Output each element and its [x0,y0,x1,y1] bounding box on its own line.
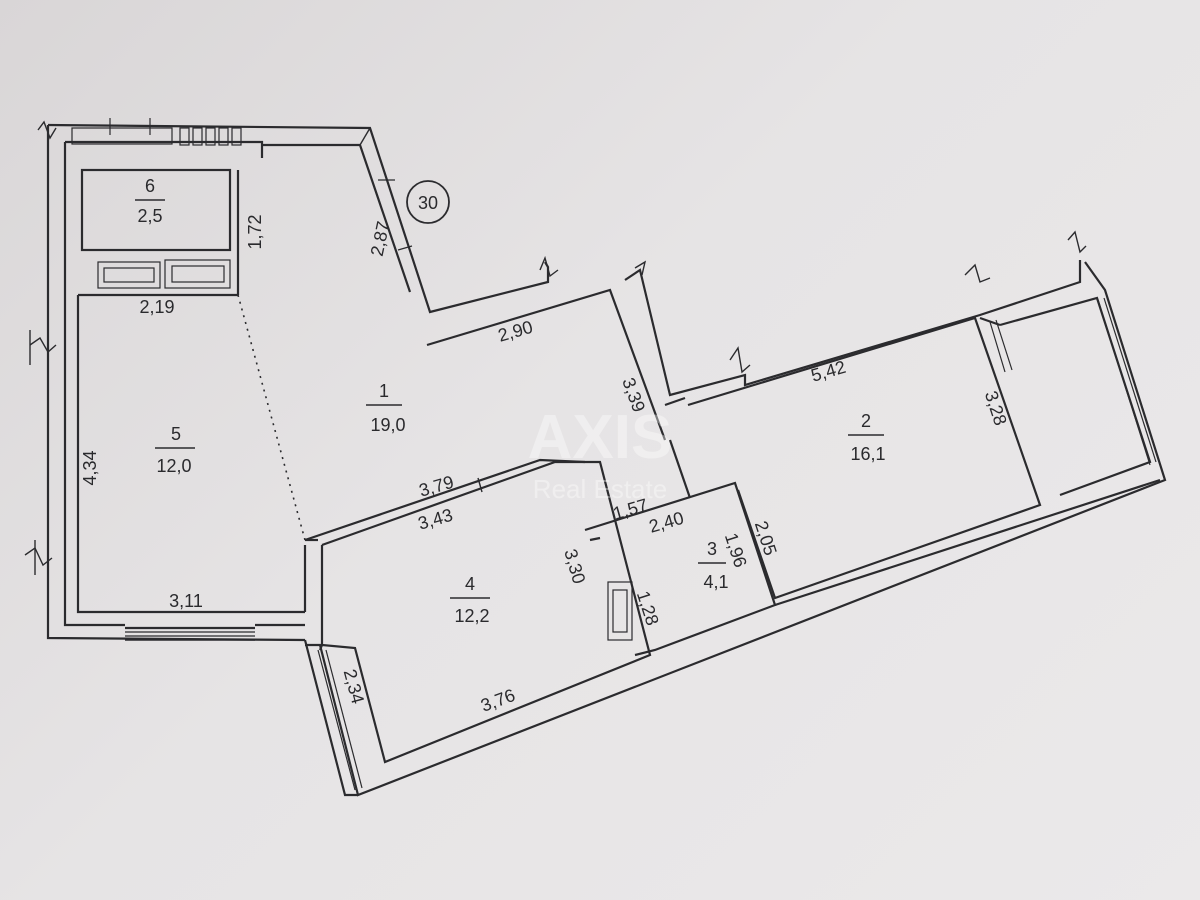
dim-1-28: 1,28 [633,588,663,628]
room-6-area: 2,5 [137,206,162,226]
room-5-number: 5 [171,424,181,444]
room-2-area: 16,1 [850,444,885,464]
watermark-brand: AXIS [528,403,673,472]
dim-4-34: 4,34 [80,450,100,485]
break-marks [24,120,1087,575]
dim-3-30: 3,30 [560,547,589,586]
room-2-number: 2 [861,411,871,431]
dim-2-40: 2,40 [647,508,686,537]
dim-3-28: 3,28 [981,388,1011,428]
dim-2-19: 2,19 [139,297,174,317]
dim-2-05: 2,05 [751,518,781,558]
windows [71,118,1157,791]
dim-1-96: 1,96 [721,530,751,570]
watermark: AXIS Real Estate [528,403,673,504]
room-divider-dotted [237,294,306,541]
plan-number: 30 [418,193,438,213]
dim-2-34: 2,34 [340,667,368,706]
room-5-area: 12,0 [156,456,191,476]
dim-3-11: 3,11 [169,591,203,611]
dim-3-79: 3,79 [417,472,456,501]
room-3-number: 3 [707,539,717,559]
watermark-sub: Real Estate [533,474,667,504]
dim-2-90: 2,90 [496,317,535,346]
outer-walls [46,123,1167,797]
dim-1-72: 1,72 [245,214,265,249]
room-3-area: 4,1 [703,572,728,592]
plan-number-marker: 30 [406,180,450,224]
interior-walls [76,168,1042,797]
room-6-number: 6 [145,176,155,196]
room-labels: 6 2,5 1 19,0 5 12,0 2 16,1 3 4,1 4 12,2 [135,176,886,626]
room-4-number: 4 [465,574,475,594]
dim-2-87: 2,87 [367,220,394,258]
room-4-area: 12,2 [454,606,489,626]
dim-5-42: 5,42 [809,357,848,386]
room-1-number: 1 [379,381,389,401]
room-1-area: 19,0 [370,415,405,435]
